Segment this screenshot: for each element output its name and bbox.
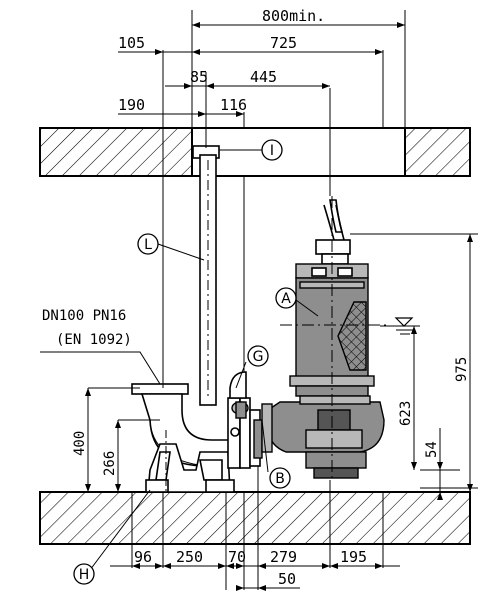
dim-250: 250: [176, 548, 203, 566]
dim-400: 400: [72, 431, 88, 456]
floor-slab: [39, 491, 471, 545]
guide-pipe: [192, 145, 220, 406]
dim-116: 116: [220, 96, 247, 114]
callout-i-label: I: [270, 143, 274, 159]
dim-96: 96: [134, 548, 152, 566]
callout-g-label: G: [253, 349, 264, 365]
discharge-bend: [131, 371, 263, 494]
dim-50: 50: [278, 570, 296, 588]
dim-54: 54: [424, 441, 440, 458]
flange-spec-label: DN100 PN16: [42, 308, 126, 324]
callout-b: B: [269, 467, 291, 489]
dim-725: 725: [270, 34, 297, 52]
dim-800min: 800min.: [262, 7, 325, 25]
callout-g: G: [247, 345, 269, 367]
dim-445: 445: [250, 68, 277, 86]
dim-105: 105: [118, 34, 145, 52]
dim-190: 190: [118, 96, 145, 114]
callout-h: H: [73, 563, 95, 585]
callout-l-label: L: [144, 237, 152, 253]
dim-70: 70: [228, 548, 246, 566]
flange-standard-label: (EN 1092): [56, 332, 132, 348]
dim-975: 975: [454, 357, 470, 382]
pump: [261, 196, 418, 480]
callout-i: I: [261, 139, 283, 161]
dim-195: 195: [340, 548, 367, 566]
dim-85: 85: [190, 68, 208, 86]
callout-leaders: [89, 149, 319, 571]
callout-b-label: B: [275, 471, 285, 487]
dim-623: 623: [398, 401, 414, 426]
dimension-lines: [40, 10, 478, 591]
callout-l: L: [137, 233, 159, 255]
dim-266: 266: [102, 451, 118, 476]
ceiling-slab: [39, 127, 471, 177]
dim-279: 279: [270, 548, 297, 566]
callout-a-label: A: [281, 291, 291, 307]
callout-a: A: [275, 287, 297, 309]
callout-h-label: H: [79, 567, 90, 583]
